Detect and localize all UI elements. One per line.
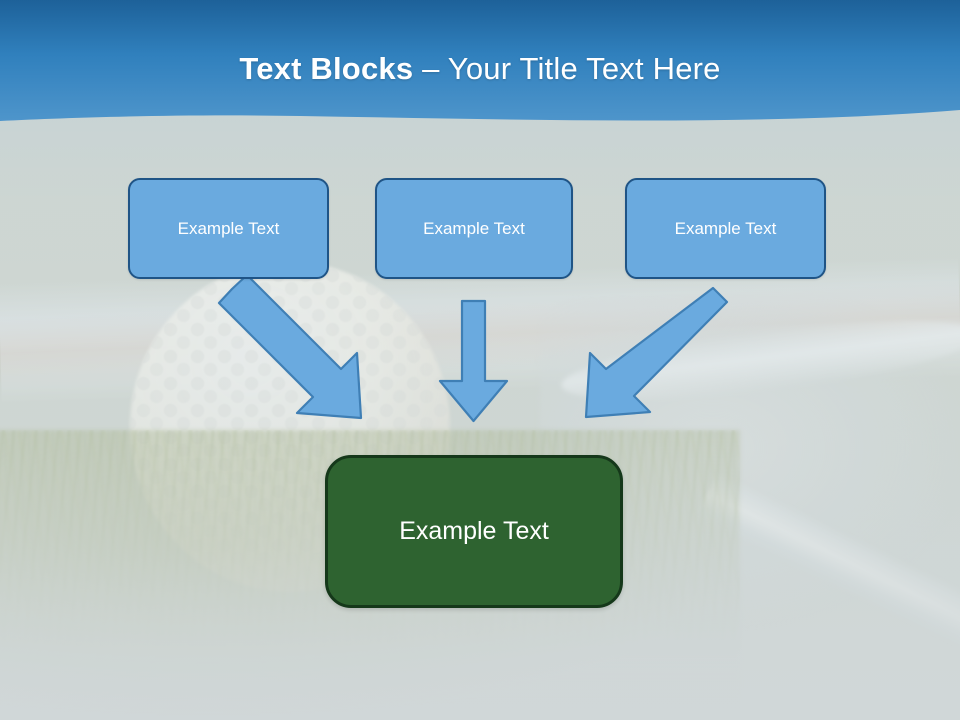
result-text-block-label: Example Text (399, 517, 549, 545)
text-block-3[interactable]: Example Text (625, 178, 826, 279)
header-banner: Text Blocks – Your Title Text Here (0, 0, 960, 140)
page-title-separator: – (413, 51, 448, 86)
header-wave-shape (0, 0, 960, 121)
page-title: Text Blocks – Your Title Text Here (0, 49, 960, 89)
result-text-block[interactable]: Example Text (325, 455, 623, 608)
text-block-1[interactable]: Example Text (128, 178, 329, 279)
text-block-1-label: Example Text (177, 218, 280, 238)
page-title-regular: Your Title Text Here (447, 51, 721, 86)
page-title-bold: Text Blocks (239, 51, 414, 86)
text-block-2-label: Example Text (423, 218, 525, 238)
text-block-3-label: Example Text (674, 218, 777, 238)
text-block-2[interactable]: Example Text (375, 178, 573, 279)
